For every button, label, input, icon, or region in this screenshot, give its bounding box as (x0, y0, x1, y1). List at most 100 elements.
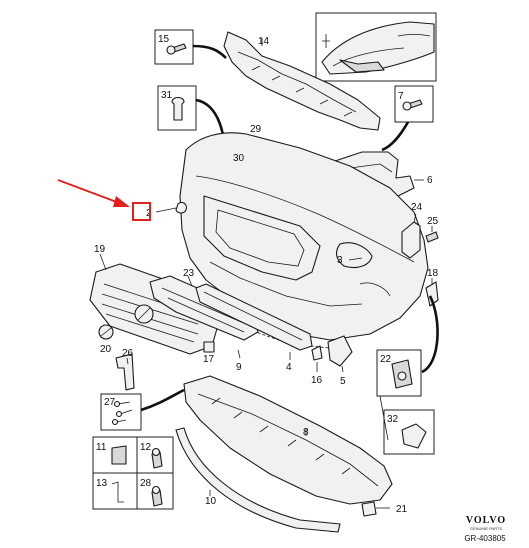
strip-shape (195, 283, 313, 351)
red-arrow-head (113, 196, 130, 207)
leader-19 (99, 253, 107, 271)
bumper-lower-lip (209, 261, 363, 307)
part-26-shape (115, 353, 135, 391)
part-27-group (100, 388, 185, 431)
part-7-arrow (381, 121, 410, 152)
part-32-group (379, 395, 435, 455)
label-19: 19 (94, 244, 106, 255)
part-20-emblem (98, 324, 114, 340)
small-parts-grid (92, 436, 174, 510)
undertray-ribs (211, 397, 351, 475)
bumper-grille-opening (203, 195, 321, 281)
part-10-trim (175, 427, 341, 533)
part-21-clip (361, 501, 390, 517)
part-32-link (379, 395, 389, 441)
part-26-bracket (115, 353, 135, 391)
part-bumper-cover (179, 132, 429, 349)
brand-block: VOLVO GENUINE PARTS GR-403805 (464, 515, 506, 543)
part-17-shape (203, 341, 215, 353)
part-4-strip (195, 283, 313, 360)
undertray-ridge (197, 393, 379, 487)
label-32: 32 (387, 414, 399, 425)
inset-car-view (315, 12, 437, 82)
label-8: 8 (303, 427, 309, 438)
part-7-box (394, 85, 434, 123)
crossmember-ribs (251, 65, 353, 117)
part-27-arrow (140, 388, 185, 412)
part-11-clip (111, 445, 127, 465)
label-5: 5 (340, 376, 346, 387)
label-31: 31 (161, 90, 173, 101)
label-20: 20 (100, 344, 112, 355)
part-27-head-c (111, 418, 119, 426)
part-5-shape (327, 335, 353, 367)
part-31-clip (171, 96, 185, 121)
label-25: 25 (427, 216, 439, 227)
part-24-25-group (401, 213, 439, 259)
part-28-head (151, 485, 161, 495)
label-16: 16 (311, 375, 323, 386)
part-7-group (381, 85, 434, 152)
part-7-head (402, 101, 412, 111)
part-2-tow-cover (155, 201, 187, 214)
crossmember-body (223, 31, 381, 131)
label-29: 29 (250, 124, 262, 135)
part-5-bracket (327, 335, 353, 373)
part-8-undertray (183, 375, 393, 505)
label-18: 18 (427, 268, 439, 279)
leader-5 (341, 365, 344, 373)
reference-number: GR-403805 (464, 534, 506, 543)
leader-23 (187, 275, 193, 287)
leader-24 (413, 213, 417, 223)
inset-bumper-line (332, 47, 405, 67)
label-11: 11 (96, 442, 107, 453)
label-9: 9 (236, 362, 242, 373)
part-27-head-a (113, 400, 121, 408)
label-30: 30 (233, 153, 245, 164)
bumper-side-detail (359, 282, 391, 297)
part-13-box (92, 472, 138, 510)
label-27: 27 (104, 397, 116, 408)
part-12-head (151, 447, 161, 457)
red-arrow-shaft (57, 179, 123, 205)
part-31-group (157, 85, 230, 181)
leader-2 (155, 207, 177, 213)
label-23: 23 (183, 268, 195, 279)
label-12: 12 (140, 442, 152, 453)
label-4: 4 (286, 362, 292, 373)
strip-line (203, 291, 303, 341)
emblem-bar (100, 327, 112, 337)
lower-grille-shape (149, 275, 259, 341)
tow-cover-shape (175, 201, 187, 214)
part-16-clip (311, 345, 323, 372)
label-17: 17 (203, 354, 215, 365)
leader-3 (348, 257, 363, 261)
label-21: 21 (396, 504, 408, 515)
part-25-screw (425, 231, 439, 243)
side-bracket-line (349, 163, 393, 173)
leader-26 (126, 357, 129, 365)
part-14-upper-crossmember (223, 31, 381, 131)
part-32-clip (401, 423, 427, 449)
part-18-clip (425, 281, 439, 307)
part-16-shape (311, 345, 323, 361)
label-3: 3 (337, 255, 343, 266)
inset-headlight (397, 34, 431, 37)
part-13-wire (111, 481, 124, 503)
part-21-shape (361, 501, 377, 517)
label-6: 6 (427, 175, 433, 186)
part-15-group (154, 29, 227, 65)
inset-highlight-area (339, 59, 385, 73)
brand-sub: GENUINE PARTS (470, 526, 503, 531)
part-22-group (376, 295, 439, 397)
label-10: 10 (205, 496, 217, 507)
part-23-lower-grille (149, 275, 259, 341)
lower-grille-lines (161, 287, 247, 333)
part-27-head-b (115, 410, 123, 418)
fog-light-recess (335, 242, 373, 269)
grille-emblem-bar (137, 307, 151, 321)
highlight-annotation (57, 179, 151, 221)
inset-marker (322, 34, 330, 48)
